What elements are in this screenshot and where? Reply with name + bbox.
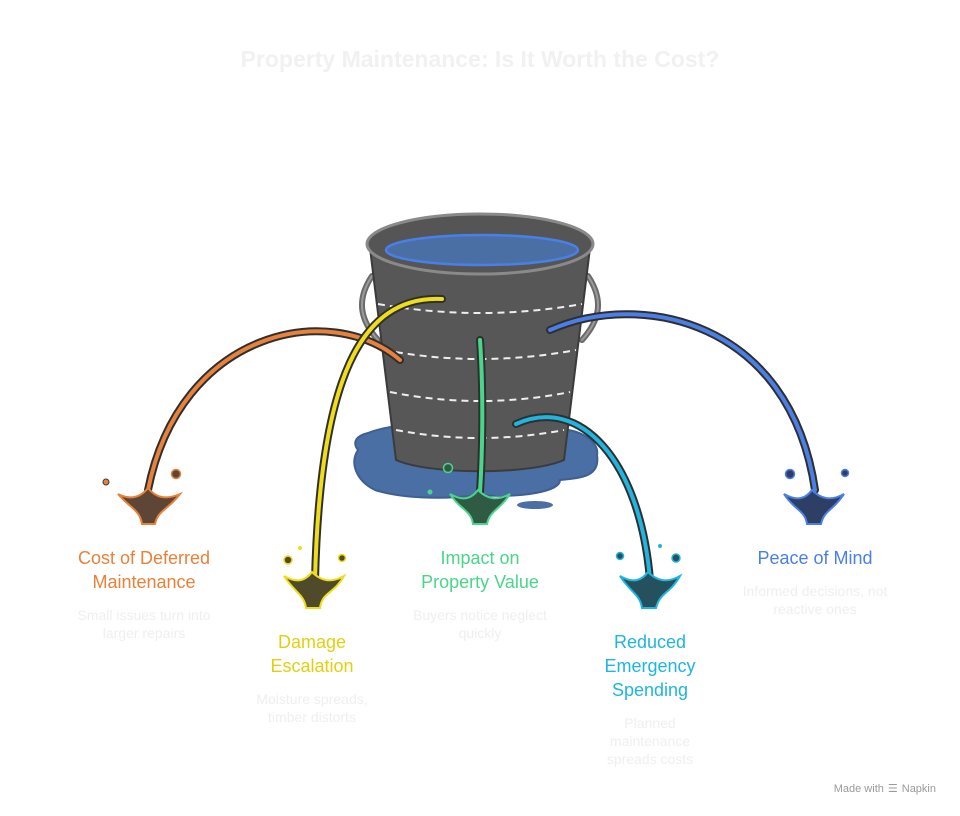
made-with-text: Made with bbox=[833, 782, 884, 795]
item-peace-of-mind: Peace of Mind Informed decisions, not re… bbox=[740, 546, 890, 618]
item-label: Peace of Mind bbox=[757, 548, 873, 568]
item-label: Reduced Emergency Spending bbox=[604, 632, 696, 700]
item-description: Informed decisions, not reactive ones bbox=[742, 583, 888, 617]
item-description: Planned maintenance spreads costs bbox=[606, 715, 694, 767]
stream-deferred-maintenance bbox=[102, 327, 404, 525]
napkin-logo-icon: ☰ bbox=[887, 783, 898, 795]
item-property-value: Impact on Property Value Buyers notice n… bbox=[408, 546, 552, 642]
diagram-title: Property Maintenance: Is It Worth the Co… bbox=[240, 46, 720, 72]
stream-peace-of-mind bbox=[546, 310, 850, 525]
item-description: Moisture spreads, timber distorts bbox=[256, 691, 368, 725]
item-emergency-spending: Reduced Emergency Spending Planned maint… bbox=[590, 630, 710, 768]
stream-property-value bbox=[427, 336, 511, 525]
item-label: Damage Escalation bbox=[270, 632, 354, 676]
item-damage-escalation: Damage Escalation Moisture spreads, timb… bbox=[247, 630, 377, 726]
made-with-napkin[interactable]: Made with ☰ Napkin bbox=[833, 782, 936, 796]
item-description: Buyers notice neglect quickly bbox=[413, 607, 547, 641]
stream-damage-escalation bbox=[283, 294, 446, 609]
item-label: Cost of Deferred Maintenance bbox=[77, 548, 211, 592]
item-description: Small issues turn into larger repairs bbox=[77, 607, 211, 641]
item-deferred-maintenance: Cost of Deferred Maintenance Small issue… bbox=[74, 546, 214, 642]
napkin-brand: Napkin bbox=[901, 782, 936, 795]
item-label: Impact on Property Value bbox=[421, 548, 539, 592]
stream-emergency-spending bbox=[512, 413, 683, 609]
